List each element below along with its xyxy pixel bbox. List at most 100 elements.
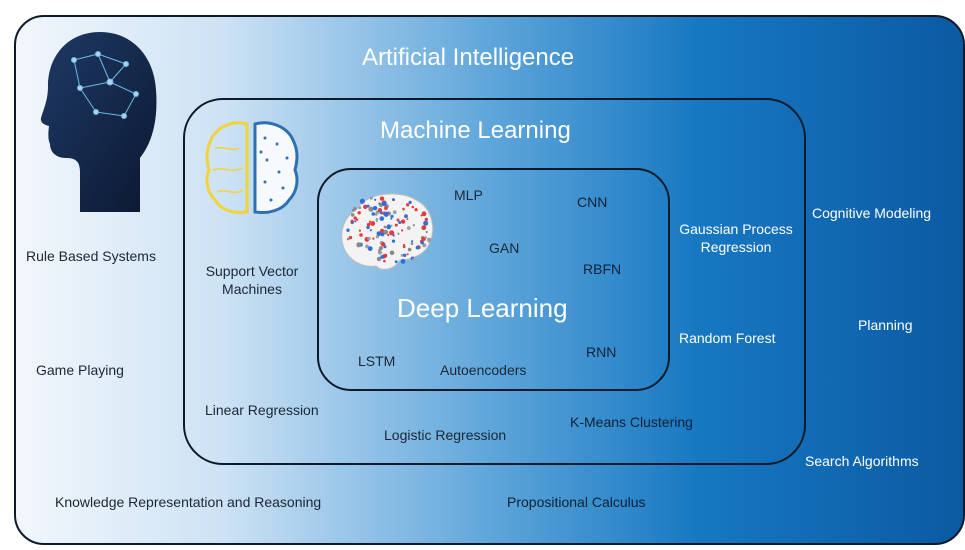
neuron-dot [359, 233, 363, 237]
neuron-dot [426, 237, 432, 243]
neuron-dot [365, 244, 369, 249]
neuron-dot [376, 256, 382, 262]
neuron-dot [412, 258, 415, 261]
search-algorithms-label: Search Algorithms [805, 453, 919, 469]
neuron-dot [356, 218, 359, 221]
neuron-dot [394, 223, 398, 227]
neuron-dot [367, 246, 373, 251]
neuron-dot [358, 229, 361, 232]
neuron-dot [424, 217, 428, 222]
linear-regression-label: Linear Regression [205, 402, 319, 418]
neuron-dot [390, 214, 394, 218]
neuron-dot [387, 233, 390, 237]
neuron-dot [406, 218, 409, 221]
planning-label: Planning [858, 317, 913, 333]
rnn-label: RNN [586, 344, 617, 360]
neuron-dot [383, 212, 389, 217]
mlp-label: MLP [454, 187, 483, 203]
knowledge-representation-label: Knowledge Representation and Reasoning [55, 494, 322, 510]
neuron-dot [353, 216, 357, 220]
neuron-dot [368, 220, 372, 223]
ml-title: Machine Learning [380, 117, 571, 144]
neuron-dot [380, 232, 385, 237]
gpr-line-1: Gaussian Process [679, 221, 793, 237]
neuron-dot [379, 196, 385, 201]
ai-head-icon [40, 32, 157, 212]
neuron-dot [383, 225, 387, 229]
neuron-dot [406, 226, 411, 230]
neuron-dot [402, 207, 405, 211]
neuron-dot [366, 225, 370, 230]
autoencoders-label: Autoencoders [440, 362, 527, 378]
svm-line-1: Support Vector [205, 263, 299, 279]
neuron-dot [348, 235, 353, 240]
neuron-dot [357, 211, 361, 215]
neuron-dot [386, 225, 391, 230]
neuron-dot [380, 228, 385, 233]
neuron-dot [381, 201, 387, 207]
neural-brain-icon [341, 193, 434, 270]
neuron-dot [358, 206, 362, 210]
neuron-dot [424, 236, 427, 239]
neuron-dot [402, 243, 405, 246]
neuron-dot [372, 237, 375, 240]
neuron-dot [420, 214, 423, 217]
neuron-dot [371, 212, 376, 216]
neuron-dot [366, 204, 370, 208]
neuron-dot [354, 220, 357, 223]
neuron-dot [400, 219, 406, 224]
neuron-dot [350, 219, 354, 223]
neuron-dot [397, 232, 400, 235]
neuron-dot [404, 214, 408, 219]
ai-title: Artificial Intelligence [362, 44, 575, 71]
neuron-dot [394, 260, 398, 264]
game-playing-label: Game Playing [36, 362, 124, 378]
neuron-dot [366, 222, 371, 227]
neuron-dot [389, 230, 395, 236]
deep-learning-region [317, 168, 670, 391]
neuron-dot [384, 253, 387, 257]
brain-hemispheres-icon [205, 121, 299, 214]
neuron-dot [420, 241, 424, 245]
neuron-dot [372, 205, 378, 211]
dl-title: Deep Learning [397, 293, 568, 323]
neuron-dot [378, 248, 381, 252]
neuron-dot [400, 259, 406, 264]
cognitive-modeling-label: Cognitive Modeling [812, 205, 932, 221]
neuron-dot [392, 210, 397, 215]
neuron-dot [401, 229, 404, 232]
neuron-dot [368, 206, 374, 212]
gpr-line-2: Regression [700, 239, 772, 255]
neuron-dot [379, 211, 383, 215]
neuron-dot [383, 259, 386, 263]
neuron-dot [428, 240, 431, 243]
neuron-dot [356, 242, 362, 248]
neuron-dot [375, 220, 378, 223]
logistic-regression-label: Logistic Regression [384, 427, 507, 443]
neuron-dot [408, 200, 412, 204]
propositional-calculus-label: Propositional Calculus [507, 494, 646, 510]
neuron-dot [406, 203, 410, 207]
neuron-dot [369, 229, 372, 232]
neuron-dot [390, 224, 393, 227]
neuron-dot [384, 206, 388, 211]
neuron-dot [350, 213, 355, 217]
gaussian-process-regression-label: Gaussian Process Regression [670, 220, 802, 256]
neuron-dot [414, 208, 418, 212]
neuron-dot [403, 253, 407, 257]
neuron-dot [410, 242, 414, 245]
machine-learning-region [183, 98, 806, 465]
neuron-dot [411, 240, 414, 243]
neuron-dot [396, 218, 400, 222]
svm-line-2: Machines [222, 281, 282, 297]
neuron-dot [369, 196, 373, 200]
neuron-dot [353, 207, 357, 211]
neuron-dot [421, 225, 427, 231]
neuron-dot [370, 221, 376, 226]
neuron-dot [398, 221, 402, 224]
neuron-dot [346, 228, 350, 232]
artificial-intelligence-region [14, 15, 965, 545]
neuron-dot [347, 237, 350, 241]
neuron-dot [425, 230, 428, 234]
neuron-dot [367, 236, 371, 241]
